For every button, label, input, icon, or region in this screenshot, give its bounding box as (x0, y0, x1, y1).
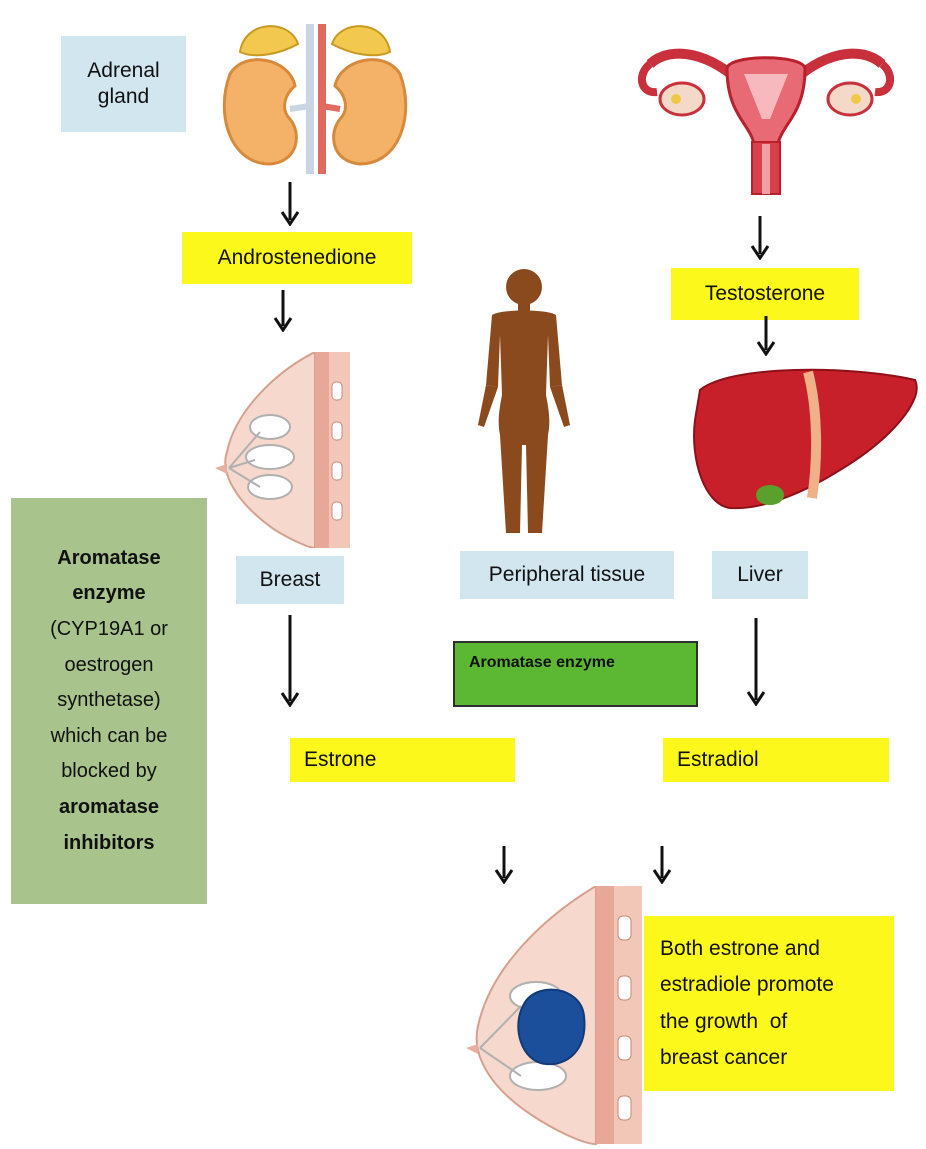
breast-text: Breast (260, 567, 321, 593)
side-note-line7: blocked by (61, 754, 157, 790)
side-note-line6: which can be (51, 719, 168, 755)
androstenedione-text: Androstenedione (218, 245, 377, 271)
aromatase-enzyme-text: Aromatase enzyme (469, 653, 615, 673)
aromatase-enzyme-box: Aromatase enzyme (453, 641, 698, 707)
adrenal-gland-label: Adrenal gland (61, 36, 186, 132)
side-note-line4: oestrogen (65, 648, 154, 684)
estrone-text: Estrone (304, 747, 376, 773)
peripheral-tissue-label: Peripheral tissue (460, 551, 674, 599)
arrow-down (494, 846, 514, 884)
side-note-line3: (CYP19A1 or (50, 612, 168, 648)
arrow-down (280, 615, 300, 707)
human-silhouette-icon (470, 265, 578, 540)
arrow-down (273, 290, 293, 332)
arrow-down (750, 216, 770, 260)
arrow-down (756, 316, 776, 356)
androstenedione-label: Androstenedione (182, 232, 412, 284)
side-note-line1: Aromatase (57, 541, 160, 577)
peripheral-tissue-text: Peripheral tissue (489, 562, 645, 588)
conclusion-line1: Both estrone and (660, 931, 820, 967)
estradiol-text: Estradiol (677, 747, 759, 773)
liver-text: Liver (737, 562, 783, 588)
testosterone-text: Testosterone (705, 281, 825, 307)
breast-anatomy-icon (215, 352, 350, 548)
breast-label: Breast (236, 556, 344, 604)
arrow-down (652, 846, 672, 884)
conclusion-line4: breast cancer (660, 1040, 787, 1076)
conclusion-box: Both estrone and estradiole promote the … (644, 916, 894, 1091)
side-note-line8: aromatase (59, 790, 159, 826)
adrenal-gland-label-line2: gland (98, 84, 149, 110)
liver-label: Liver (712, 551, 808, 599)
side-note-line5: synthetase) (57, 683, 160, 719)
adrenal-gland-label-line1: Adrenal (87, 58, 159, 84)
uterus-ovaries-icon (632, 14, 900, 199)
testosterone-label: Testosterone (671, 268, 859, 320)
conclusion-line2: estradiole promote (660, 967, 834, 1003)
estradiol-label: Estradiol (663, 738, 889, 782)
estrone-label: Estrone (290, 738, 515, 782)
arrow-down (746, 618, 766, 706)
arrow-down (280, 182, 300, 226)
liver-icon (690, 360, 926, 515)
kidneys-adrenal-icon (210, 14, 420, 174)
conclusion-line3: the growth of (660, 1004, 787, 1040)
side-note-line2: enzyme (72, 576, 145, 612)
aromatase-side-note: Aromatase enzyme (CYP19A1 or oestrogen s… (11, 498, 207, 904)
breast-tumor-icon (466, 886, 642, 1146)
side-note-line9: inhibitors (63, 826, 154, 862)
